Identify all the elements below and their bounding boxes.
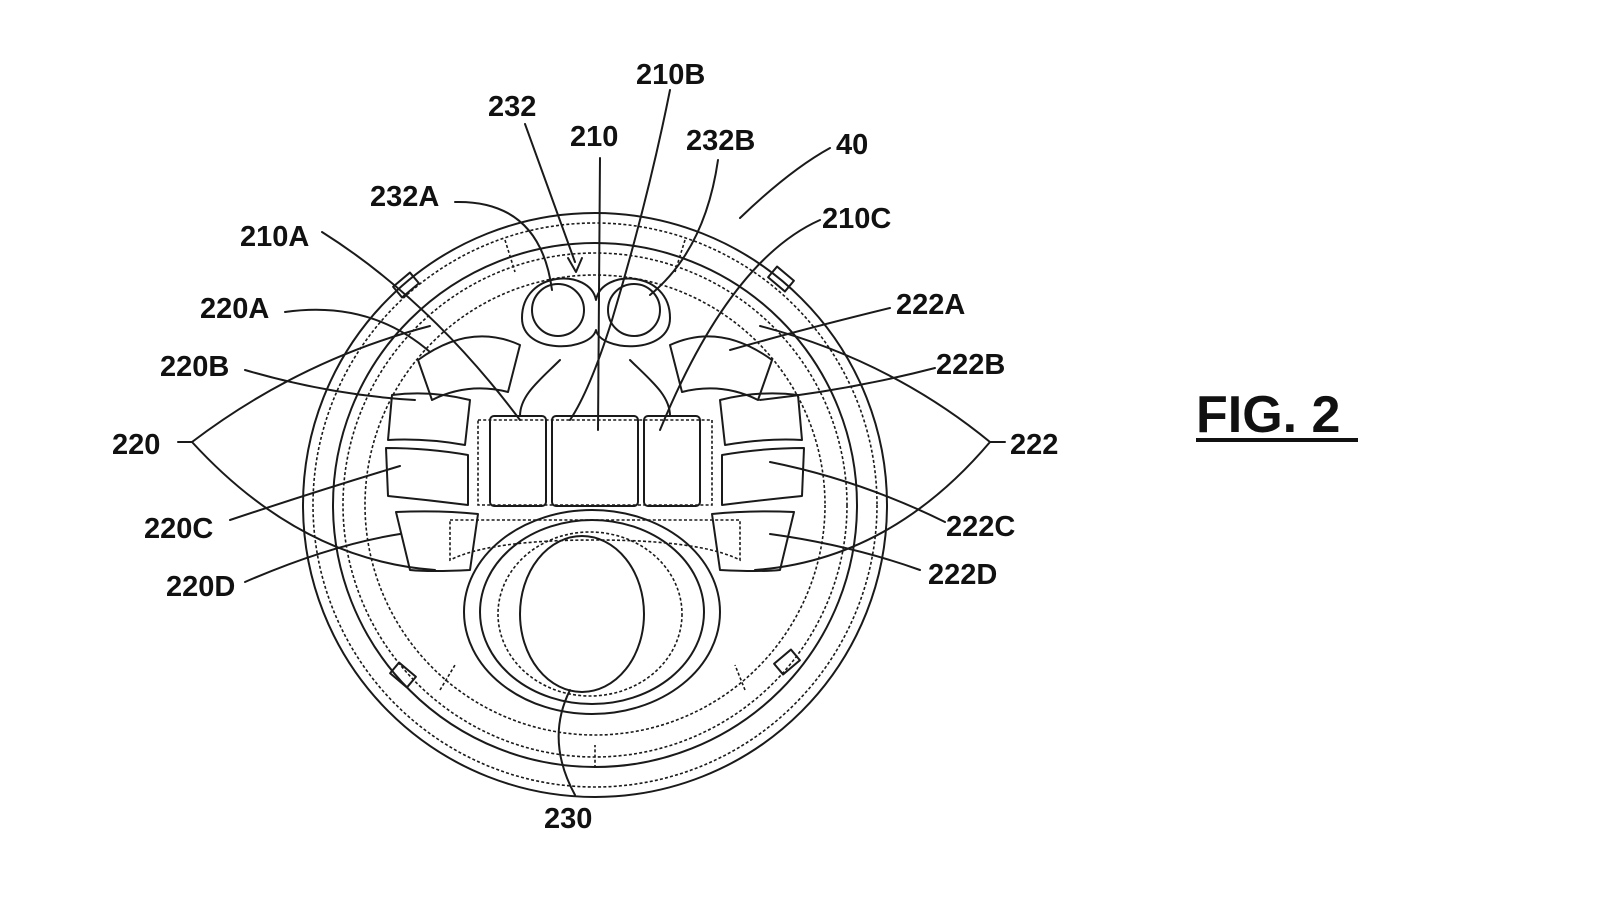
segment-220B [387, 392, 471, 446]
leader-210 [597, 157, 601, 431]
reference-labels: 232 210B 210 232B 40 232A 210A 210C 220A… [112, 59, 1058, 835]
leader-232A [454, 200, 553, 291]
label-222C: 222C [946, 511, 1015, 543]
right-segments [669, 335, 805, 572]
label-210C: 210C [822, 203, 891, 235]
label-220D: 220D [166, 571, 235, 603]
leader-210C [659, 219, 821, 431]
leader-222 [754, 325, 1006, 571]
outer-ring [302, 212, 888, 798]
label-210A: 210A [240, 221, 309, 253]
mount-tab-br [773, 648, 801, 676]
leader-232B [649, 159, 719, 296]
center-bar [477, 359, 713, 507]
label-222D: 222D [928, 559, 997, 591]
leader-lines [177, 89, 1006, 796]
label-232A: 232A [370, 181, 439, 213]
segment-210C [643, 415, 701, 507]
left-segments [385, 335, 521, 572]
segment-210A [489, 415, 547, 507]
label-40: 40 [836, 129, 868, 161]
housing [302, 212, 888, 798]
label-210B: 210B [636, 59, 705, 91]
label-222B: 222B [936, 349, 1005, 381]
leader-210B [569, 89, 671, 421]
pod-232B [607, 283, 661, 337]
reflector-ring [364, 274, 826, 736]
lens-mid [479, 519, 705, 705]
segment-210 [551, 415, 639, 507]
leader-230 [557, 689, 576, 796]
label-222: 222 [1010, 429, 1058, 461]
segment-222D [711, 510, 795, 572]
leader-40 [739, 147, 831, 219]
leader-220 [177, 325, 436, 571]
upper-pods [521, 277, 671, 348]
label-230: 230 [544, 803, 592, 835]
leader-220A [284, 308, 431, 353]
projector-lens [449, 509, 741, 715]
label-210: 210 [570, 121, 618, 153]
leader-232-arrow [567, 257, 583, 273]
label-220C: 220C [144, 513, 213, 545]
mount-tab-tl [392, 271, 420, 299]
lens-outer [463, 509, 721, 715]
label-232: 232 [488, 91, 536, 123]
leader-232 [524, 123, 576, 263]
segment-220C [385, 447, 469, 506]
leader-220C [229, 465, 401, 521]
pod-232A [531, 283, 585, 337]
label-220: 220 [112, 429, 160, 461]
segment-220D [395, 510, 479, 572]
segment-222A [669, 335, 773, 401]
leader-222D [769, 533, 921, 571]
leader-222A [729, 307, 891, 351]
ribs [439, 239, 746, 768]
outer-ring-inner [312, 222, 878, 788]
mount-tab-tr [767, 265, 795, 293]
label-220A: 220A [200, 293, 269, 325]
center-bar-frame [477, 419, 713, 506]
lens-shroud [449, 519, 741, 562]
segment-220A [417, 335, 521, 401]
leader-220B [244, 369, 416, 401]
segment-222B [719, 392, 803, 446]
leader-222C [769, 461, 946, 523]
label-232B: 232B [686, 125, 755, 157]
lens-core [519, 535, 645, 693]
segment-222C [721, 447, 805, 506]
lens-ring [497, 531, 683, 697]
label-222A: 222A [896, 289, 965, 321]
label-220B: 220B [160, 351, 229, 383]
leader-210A [321, 231, 521, 421]
leader-220D [244, 533, 401, 583]
figure-title: FIG. 2 [1196, 386, 1340, 444]
mount-tab-bl [389, 661, 417, 689]
leader-222B [759, 367, 936, 401]
pod-housing [521, 277, 671, 348]
